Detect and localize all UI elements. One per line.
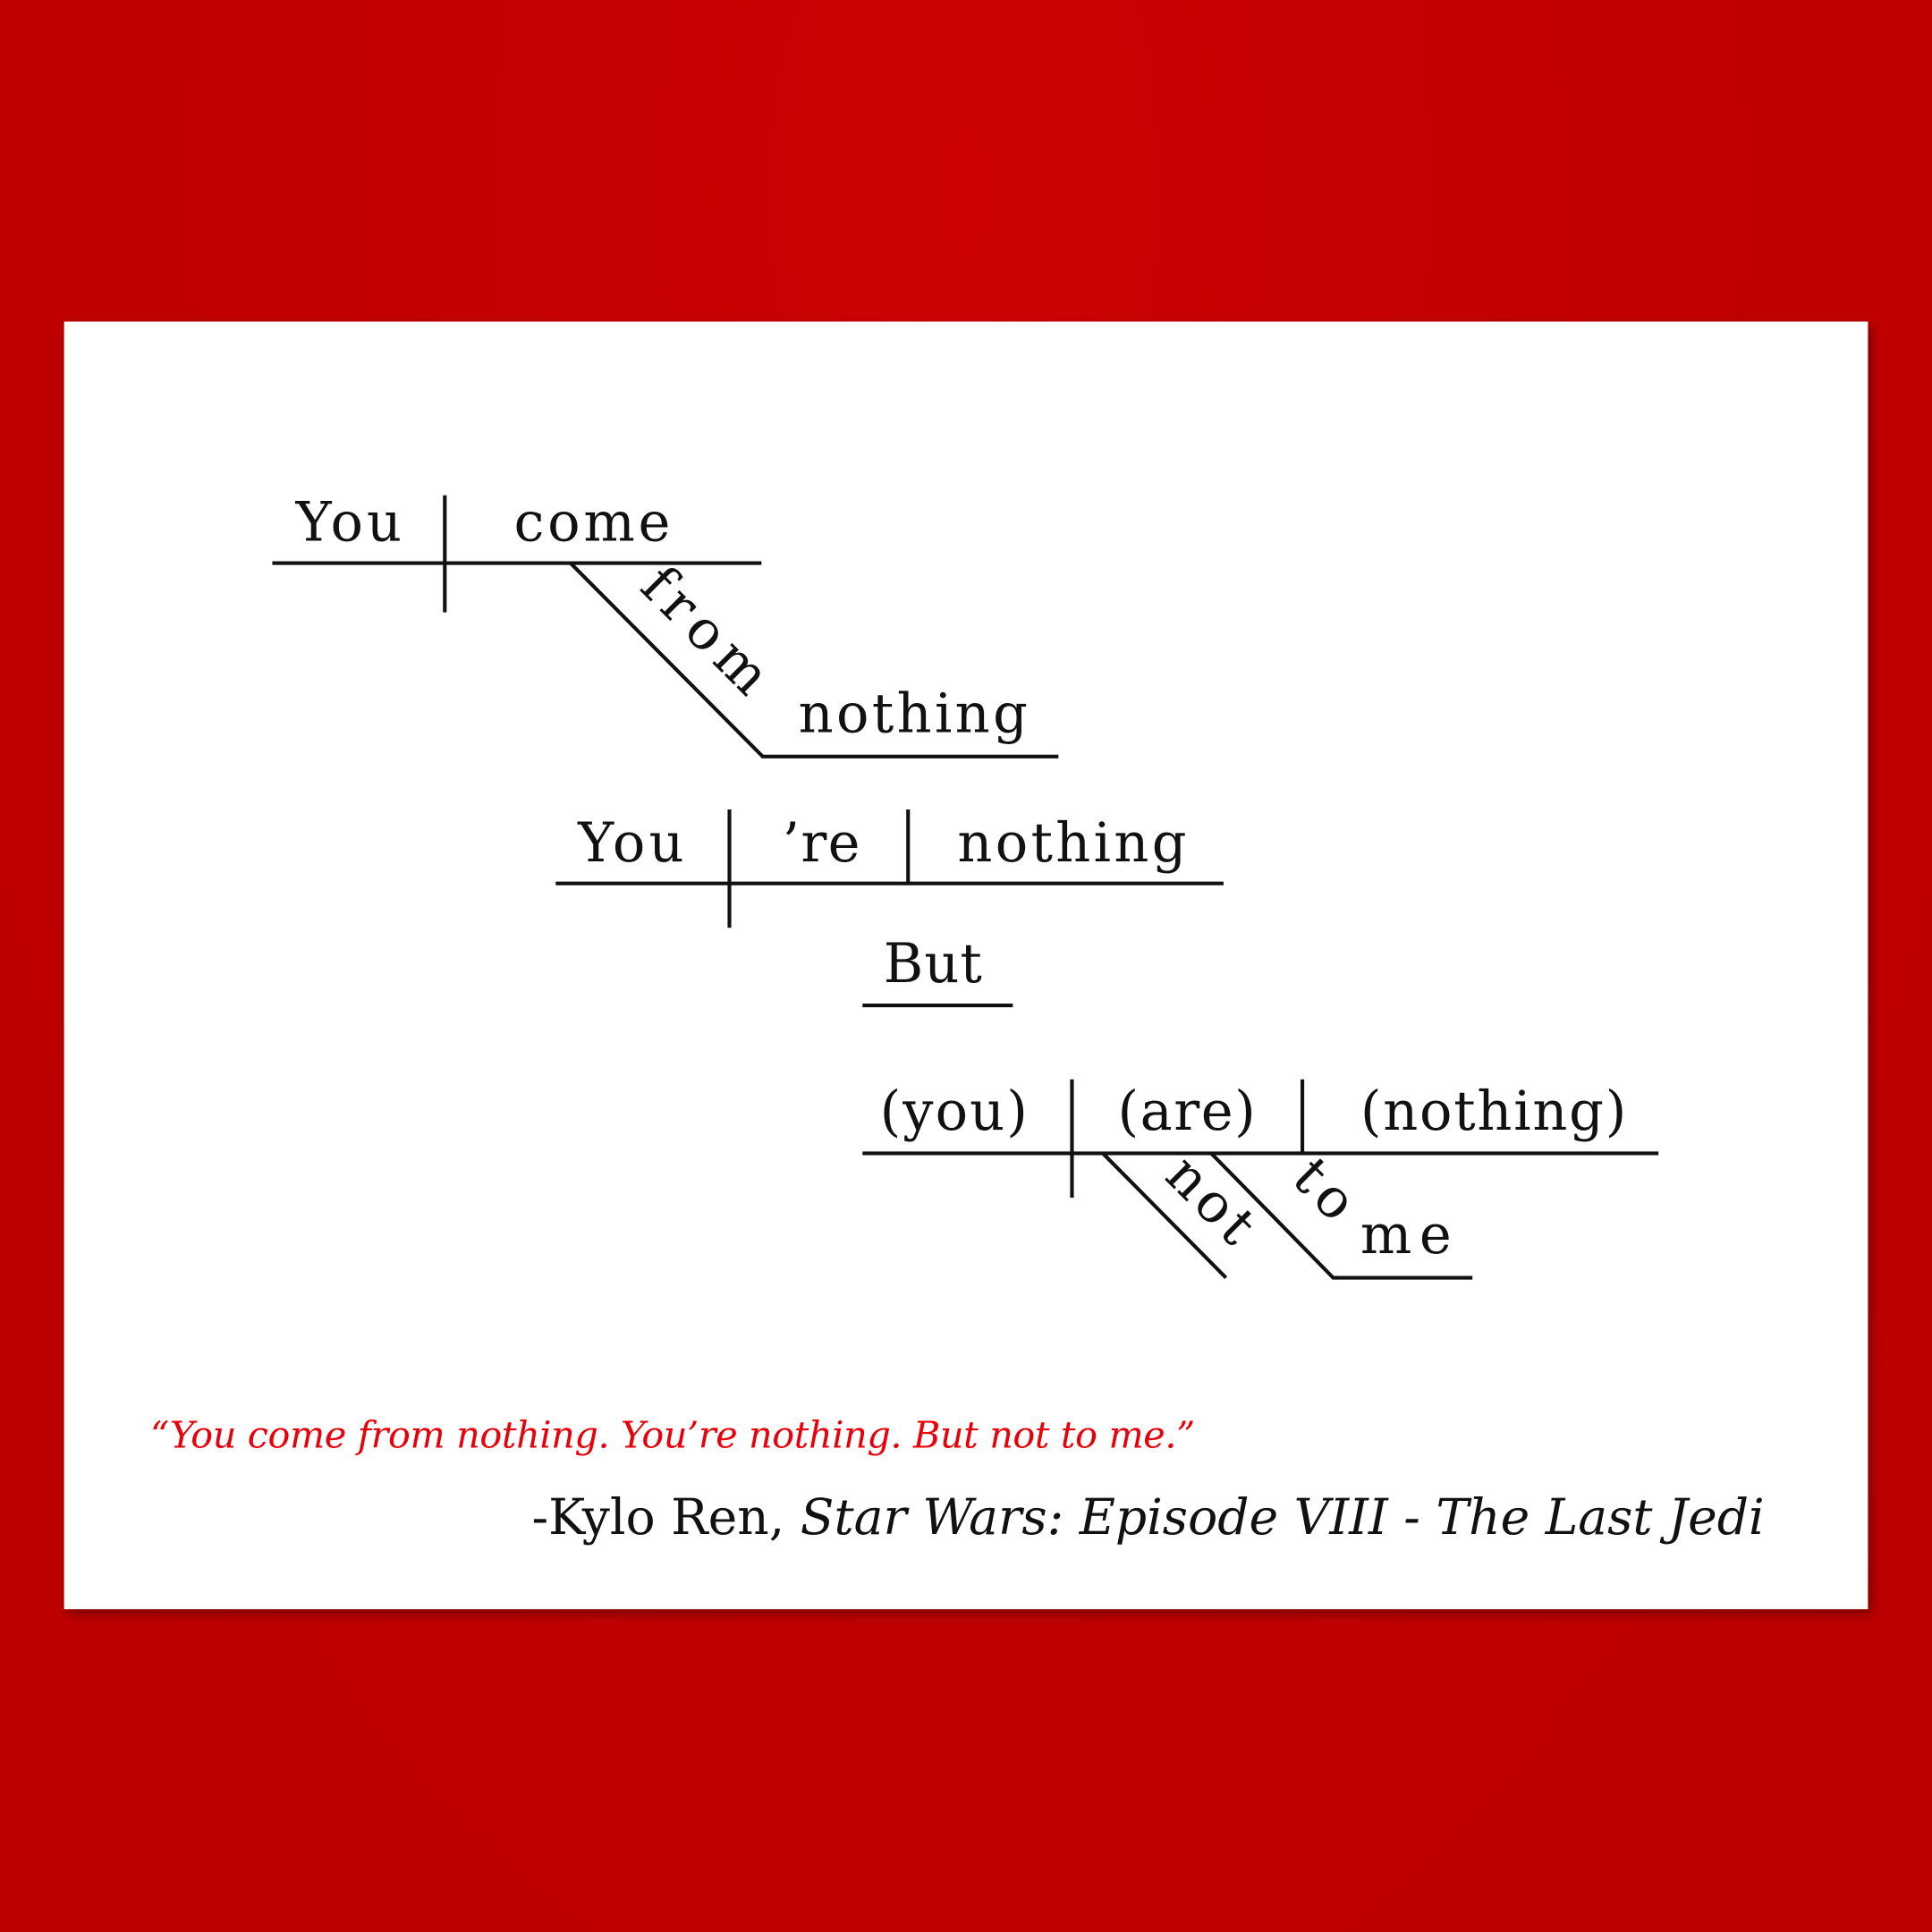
preposition-slant xyxy=(1209,1151,1335,1279)
conjunction: But xyxy=(862,933,1013,1008)
attribution-speaker: -Kylo Ren, xyxy=(531,1488,800,1546)
complement-word: (nothing) xyxy=(1360,1080,1627,1143)
complement-word: nothing xyxy=(957,812,1186,875)
verb-word: ’re xyxy=(783,812,860,875)
verb-word: (are) xyxy=(1117,1080,1255,1143)
subject-word: You xyxy=(577,812,683,875)
subject-word: (you) xyxy=(880,1080,1028,1143)
object-word: me xyxy=(1360,1204,1452,1267)
attribution: -Kylo Ren, Star Wars: Episode VIII - The… xyxy=(531,1488,1764,1546)
quote-text: “You come from nothing. You’re nothing. … xyxy=(150,1414,1195,1457)
clause-2: You ’re nothing xyxy=(555,809,1224,928)
subject-word: You xyxy=(295,492,402,555)
attribution-source: Star Wars: Episode VIII - The Last Jedi xyxy=(801,1488,1765,1546)
preposition-slant xyxy=(569,562,765,758)
modifier-slant xyxy=(1101,1151,1228,1279)
card xyxy=(64,321,1868,1610)
object-word: nothing xyxy=(799,682,1028,745)
conjunction-word: But xyxy=(884,933,982,996)
verb-word: come xyxy=(513,492,670,555)
